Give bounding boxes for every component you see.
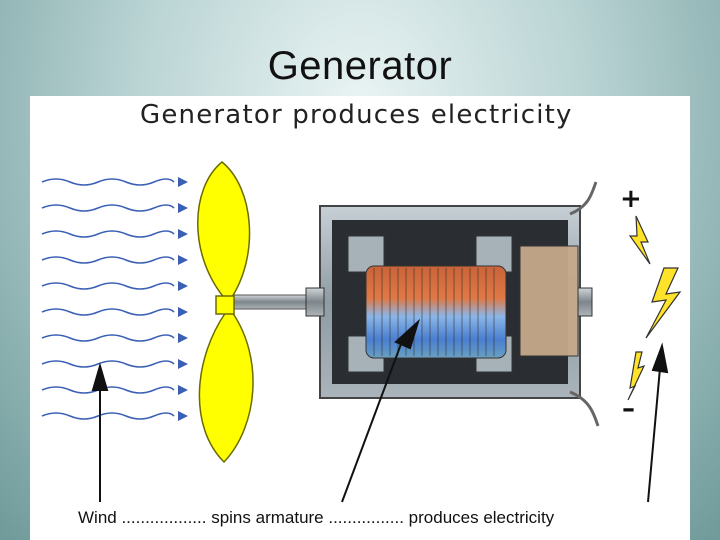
propeller-blade-top (197, 161, 251, 301)
generator-diagram: Generator produces electricity (30, 96, 690, 540)
armature-coil (365, 265, 507, 359)
caption-spins-armature: spins armature (211, 508, 324, 527)
wind-lines (41, 178, 175, 420)
diagram-heading: Generator produces electricity (140, 100, 573, 130)
positive-terminal-label: + (620, 184, 642, 214)
bolt-small-bottom (627, 351, 646, 401)
wind-arrow-head (91, 362, 109, 391)
propeller-blade-bottom (198, 311, 254, 464)
terminal-wire-bottom (569, 390, 600, 427)
armature-arrow-head (394, 318, 421, 350)
bolt-small-top (628, 215, 651, 265)
caption-wind: Wind (78, 508, 117, 527)
caption-dots-1: .................. (116, 508, 212, 527)
caption-dots-2: ................ (323, 508, 409, 527)
propeller (197, 161, 254, 464)
slide-title: Generator (267, 44, 453, 88)
electricity-arrow-head (651, 342, 669, 374)
wind-arrowheads (178, 177, 188, 421)
terminal-wire-top (569, 181, 598, 216)
armature-arrow-line (341, 335, 405, 503)
electricity-arrow-line (647, 367, 661, 503)
annotation-arrows (91, 318, 669, 503)
caption-produces-electricity: produces electricity (408, 508, 555, 527)
propeller-hub (215, 295, 235, 315)
negative-terminal-label: – (622, 394, 635, 424)
bolt-large (645, 267, 682, 339)
diagram-caption: Wind .................. spins armature .… (78, 508, 554, 528)
diagram-drawing (41, 161, 682, 503)
lightning-bolts (627, 215, 682, 401)
